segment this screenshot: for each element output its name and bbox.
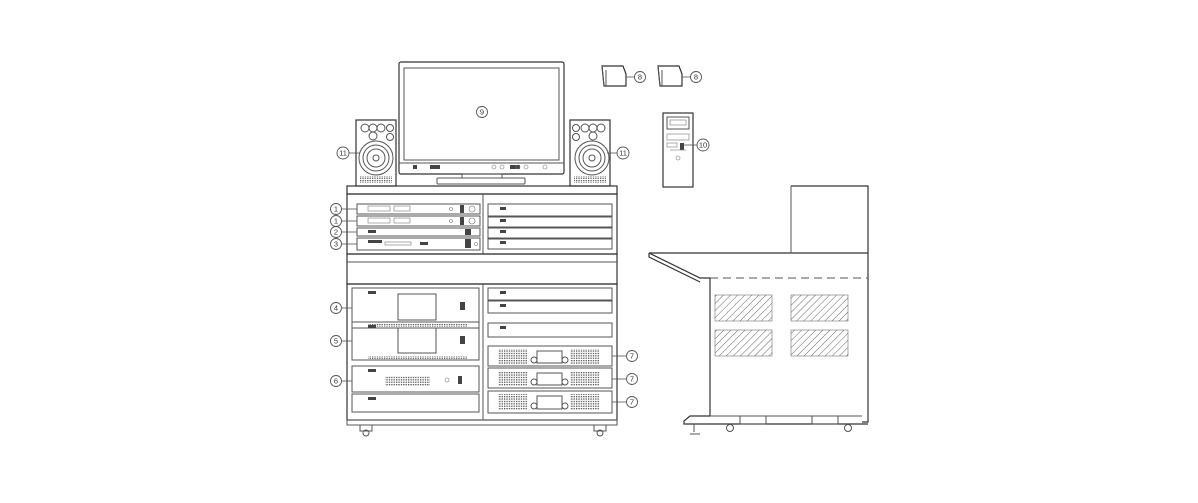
callout-5: 5 <box>330 335 352 347</box>
camera-1 <box>601 65 627 87</box>
callout-7c: 7 <box>612 396 638 408</box>
speaker-left <box>355 119 397 187</box>
callout-1b: 1 <box>330 215 357 227</box>
amplifier-2 <box>487 367 613 389</box>
pc-tower <box>662 112 694 188</box>
rack-device-1b <box>356 215 481 227</box>
svg-text:11: 11 <box>619 149 627 158</box>
rack-device-1a <box>356 203 481 215</box>
camera-2 <box>657 65 683 87</box>
amplifier-3 <box>487 390 613 414</box>
callout-8b: 8 <box>682 71 702 83</box>
rack-device-2 <box>356 227 481 237</box>
rack-device-6 <box>351 365 480 413</box>
speaker-right <box>569 119 611 187</box>
callout-6: 6 <box>330 375 352 387</box>
svg-text:7: 7 <box>630 352 634 361</box>
side-view-cabinet <box>648 185 869 435</box>
callout-7a: 7 <box>612 350 638 362</box>
svg-text:7: 7 <box>630 398 634 407</box>
callout-10: 10 <box>684 138 710 152</box>
svg-text:3: 3 <box>334 240 338 249</box>
rack-device-3 <box>356 237 481 251</box>
svg-text:1: 1 <box>334 205 338 214</box>
callout-4: 4 <box>330 302 352 314</box>
svg-text:1: 1 <box>334 217 338 226</box>
callout-11b: 11 <box>607 146 630 160</box>
rack-right-upper <box>487 203 613 250</box>
svg-text:8: 8 <box>638 73 642 82</box>
callout-8a: 8 <box>626 71 646 83</box>
svg-text:2: 2 <box>334 228 338 237</box>
monitor <box>398 61 565 185</box>
svg-text:6: 6 <box>334 377 338 386</box>
callout-9: 9 <box>476 106 488 118</box>
callout-3: 3 <box>330 238 357 250</box>
svg-text:11: 11 <box>339 149 347 158</box>
svg-text:5: 5 <box>334 337 338 346</box>
svg-text:10: 10 <box>699 141 707 150</box>
callout-11a: 11 <box>336 146 360 160</box>
svg-text:8: 8 <box>694 73 698 82</box>
svg-text:9: 9 <box>480 108 484 117</box>
callout-1a: 1 <box>330 203 357 215</box>
callout-7b: 7 <box>612 373 638 385</box>
monitor-buttons <box>491 164 548 170</box>
main-rack <box>346 185 618 437</box>
svg-text:4: 4 <box>334 304 338 313</box>
amplifier-1 <box>487 345 613 367</box>
callout-2: 2 <box>330 226 357 238</box>
svg-text:7: 7 <box>630 375 634 384</box>
rack-right-lower-top <box>487 287 613 338</box>
